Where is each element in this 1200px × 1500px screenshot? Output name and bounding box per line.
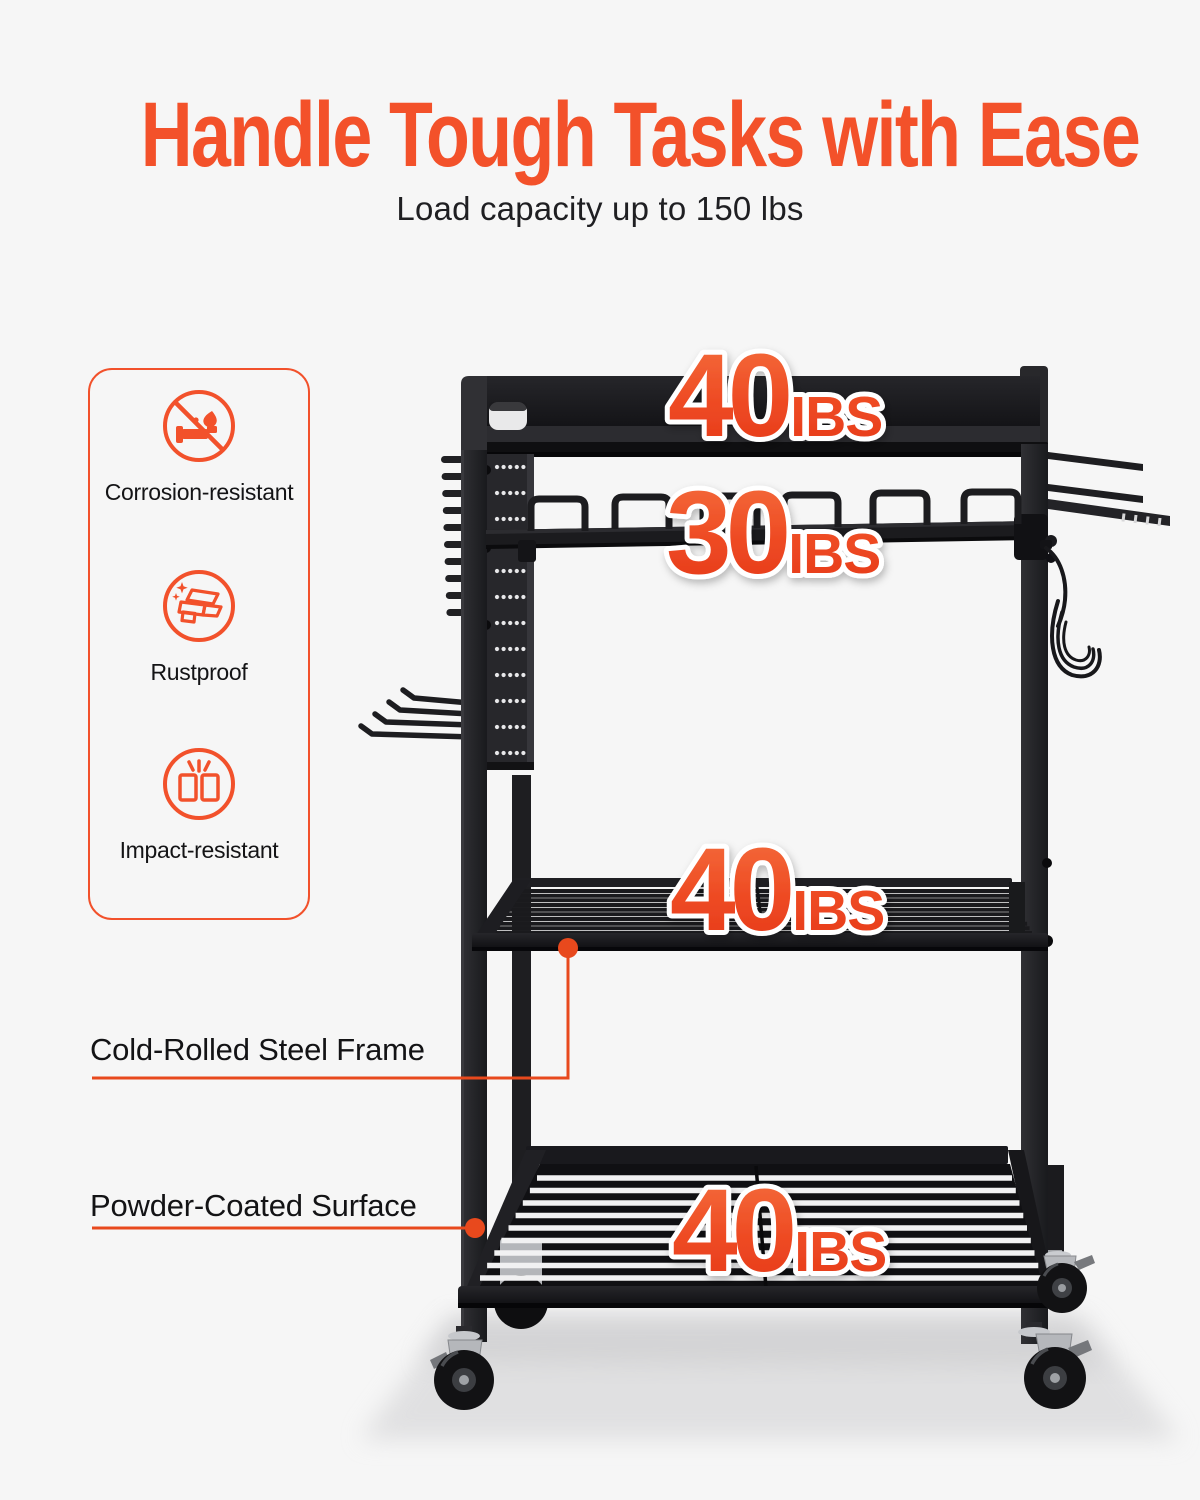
rear-right-leg — [1047, 1165, 1064, 1260]
capacity-label-tool-rail: 30IBS — [666, 467, 880, 599]
top-shelf-tray — [461, 366, 1050, 458]
feature-label-corrosion: Corrosion-resistant — [104, 479, 294, 505]
capacity-label-bottom-shelf: 40IBS — [672, 1165, 886, 1297]
drill-hooks — [527, 488, 1022, 531]
front-left-caster — [430, 1326, 494, 1410]
page-title: Handle Tough Tasks with Ease — [140, 84, 1141, 186]
feature-label-rustproof: Rustproof — [150, 659, 248, 685]
left-hook-prongs — [358, 687, 475, 740]
no-corrosion-icon — [163, 390, 235, 462]
feature-item-impact: Impact-resistant — [90, 740, 308, 864]
callout-frame-label: Cold-Rolled Steel Frame — [90, 1032, 425, 1067]
feature-label-impact: Impact-resistant — [119, 837, 279, 863]
floor-shadow — [360, 1315, 1180, 1440]
side-s-hooks — [1040, 540, 1102, 679]
feature-item-rustproof: Rustproof — [90, 562, 308, 686]
callout-dot-surface — [465, 1218, 485, 1238]
drill-holder-rail — [486, 488, 1057, 563]
callout-surface-label: Powder-Coated Surface — [90, 1188, 417, 1223]
right-side-blades — [1048, 452, 1170, 527]
capacity-label-top-shelf: 40IBS — [668, 330, 882, 462]
impact-box-icon — [163, 748, 235, 820]
rear-right-caster — [1037, 1250, 1095, 1313]
callout-dot-frame — [558, 938, 578, 958]
bottom-wire-shelf — [458, 1146, 1056, 1329]
pegboard-panel — [481, 454, 534, 770]
front-right-caster — [1018, 1322, 1092, 1409]
feature-card: Corrosion-resistant Rustproof — [88, 368, 310, 920]
rustproof-bricks-icon — [163, 570, 235, 642]
page-subtitle: Load capacity up to 150 lbs — [396, 190, 804, 227]
front-left-leg — [461, 450, 487, 1342]
callout-lines — [92, 938, 578, 1238]
capacity-label-middle-shelf: 40IBS — [670, 824, 884, 956]
feature-item-corrosion: Corrosion-resistant — [90, 382, 308, 506]
header: Handle Tough Tasks with Ease — [0, 84, 1200, 186]
subtitle-wrap: Load capacity up to 150 lbs — [0, 190, 1200, 228]
middle-wire-shelf — [472, 878, 1048, 951]
